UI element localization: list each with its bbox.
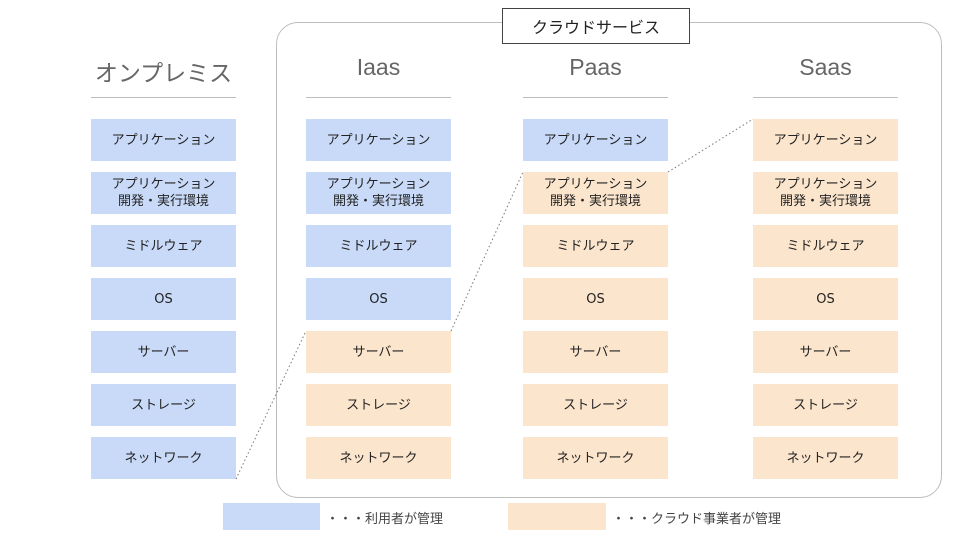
layer-cell: アプリケーション [306, 119, 451, 161]
layer-cell: ストレージ [753, 384, 898, 426]
layer-cell: サーバー [523, 331, 668, 373]
layer-label: ミドルウェア [124, 238, 203, 254]
layer-cell: ネットワーク [91, 437, 236, 479]
layer-label: ミドルウェア [339, 238, 418, 254]
layer-label: ストレージ [346, 397, 411, 413]
layer-cell: ネットワーク [753, 437, 898, 479]
layer-label: ネットワーク [339, 450, 418, 466]
layer-label: サーバー [137, 344, 190, 360]
column-divider [91, 97, 236, 98]
layer-cell: サーバー [753, 331, 898, 373]
layer-cell: ストレージ [91, 384, 236, 426]
layer-label: OS [586, 291, 605, 307]
layer-label: アプリケーション 開発・実行環境 [326, 177, 431, 209]
layer-label: アプリケーション 開発・実行環境 [543, 177, 648, 209]
layer-cell: アプリケーション 開発・実行環境 [753, 172, 898, 214]
layer-cell: サーバー [91, 331, 236, 373]
layer-label: アプリケーション [543, 132, 648, 148]
layer-label: ストレージ [131, 397, 196, 413]
column-title: Iaas [356, 54, 401, 80]
column-divider [753, 97, 898, 98]
layer-label: アプリケーション 開発・実行環境 [111, 177, 216, 209]
layer-cell: OS [523, 278, 668, 320]
layer-cell: アプリケーション [753, 119, 898, 161]
layer-label: ミドルウェア [786, 238, 865, 254]
layer-cell: ストレージ [306, 384, 451, 426]
layer-cell: アプリケーション [523, 119, 668, 161]
legend-label-provider: ・・・クラウド事業者が管理 [612, 512, 782, 527]
layer-label: ネットワーク [124, 450, 203, 466]
layer-label: OS [369, 291, 388, 307]
layer-cell: ミドルウェア [523, 225, 668, 267]
legend-swatch-provider [508, 503, 606, 530]
layer-label: ストレージ [793, 397, 858, 413]
cloud-services-label: クラウドサービス [502, 8, 690, 44]
layer-cell: ミドルウェア [753, 225, 898, 267]
layer-cell: OS [306, 278, 451, 320]
layer-cell: ネットワーク [523, 437, 668, 479]
layer-label: ネットワーク [786, 450, 865, 466]
legend-label-user: ・・・利用者が管理 [326, 512, 444, 527]
layer-label: サーバー [352, 344, 405, 360]
layer-cell: ストレージ [523, 384, 668, 426]
layer-cell: ミドルウェア [91, 225, 236, 267]
column-divider [306, 97, 451, 98]
layer-cell: アプリケーション 開発・実行環境 [306, 172, 451, 214]
layer-label: アプリケーション [773, 132, 878, 148]
layer-cell: アプリケーション 開発・実行環境 [91, 172, 236, 214]
layer-label: サーバー [799, 344, 852, 360]
column-title: オンプレミス [94, 60, 233, 86]
layer-label: ミドルウェア [556, 238, 635, 254]
column-title: Saas [799, 54, 852, 80]
layer-label: サーバー [569, 344, 622, 360]
layer-label: OS [154, 291, 173, 307]
layer-cell: OS [753, 278, 898, 320]
layer-label: アプリケーション 開発・実行環境 [773, 177, 878, 209]
column-title: Paas [569, 54, 622, 80]
layer-cell: ミドルウェア [306, 225, 451, 267]
layer-cell: アプリケーション [91, 119, 236, 161]
legend-swatch-user [223, 503, 320, 530]
column-divider [523, 97, 668, 98]
layer-cell: OS [91, 278, 236, 320]
layer-label: アプリケーション [326, 132, 431, 148]
layer-label: OS [816, 291, 835, 307]
layer-cell: サーバー [306, 331, 451, 373]
layer-cell: アプリケーション 開発・実行環境 [523, 172, 668, 214]
layer-label: ストレージ [563, 397, 628, 413]
layer-label: アプリケーション [111, 132, 216, 148]
layer-label: ネットワーク [556, 450, 635, 466]
layer-cell: ネットワーク [306, 437, 451, 479]
